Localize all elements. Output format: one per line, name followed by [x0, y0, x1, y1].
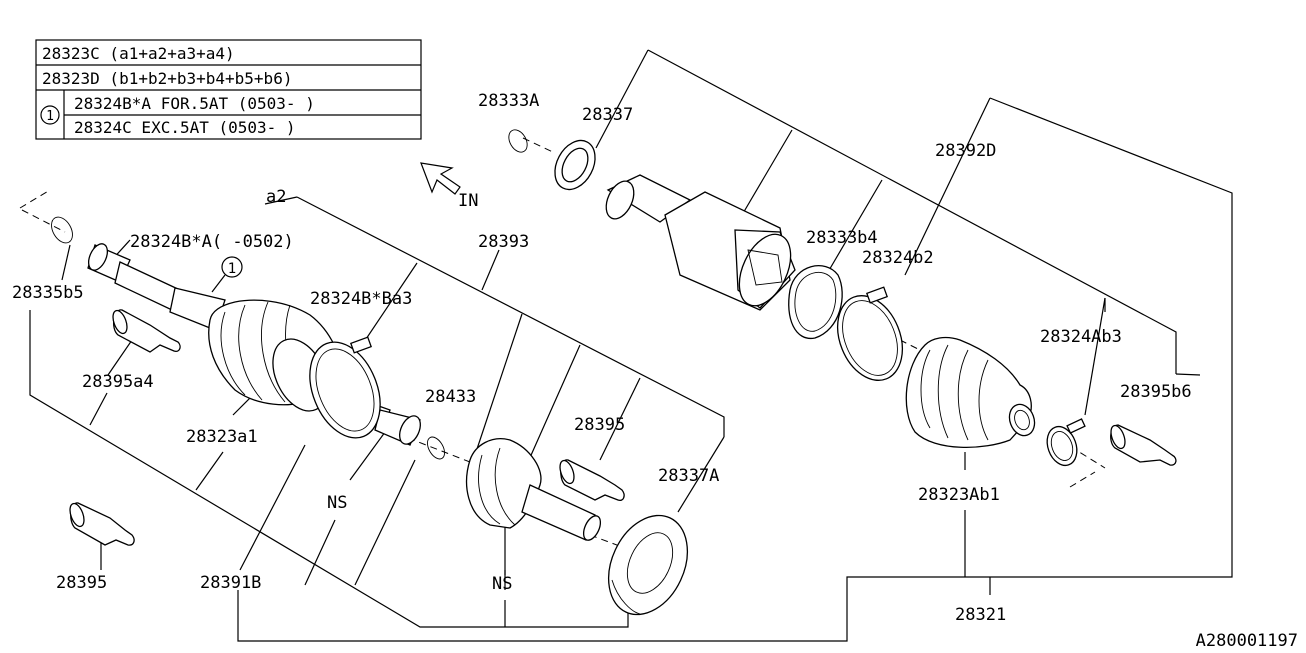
- legend-row-2: 28323D (b1+b2+b3+b4+b5+b6): [42, 69, 292, 88]
- label-28393: 28393: [478, 232, 529, 252]
- right-axle-assembly: [508, 129, 1177, 467]
- label-marker-1: 1: [228, 261, 236, 277]
- snap-ring-28433: [427, 436, 445, 460]
- label-28324BBa3: 28324B*Ba3: [310, 289, 412, 309]
- legend-marker-circle: [40, 105, 60, 125]
- label-28395a4: 28395a4: [82, 372, 154, 392]
- grease-tube-28395a4: [112, 309, 181, 353]
- inner-joint-ns: [465, 438, 602, 541]
- ring-28333b4: [788, 265, 843, 339]
- label-28324b2: 28324b2: [862, 248, 934, 268]
- label-28323Ab1: 28323Ab1: [918, 485, 1000, 505]
- diagram-id: A280001197: [1196, 631, 1298, 651]
- part-labels: 28333A 28337 28392D 28333b4 28324b2 2832…: [12, 91, 1298, 651]
- left-axle-assembly: [51, 216, 688, 616]
- label-28433: 28433: [425, 387, 476, 407]
- boot-28323Ab1: [905, 336, 1036, 449]
- label-28333A: 28333A: [478, 91, 539, 111]
- label-28395b6: 28395b6: [1120, 382, 1192, 402]
- label-28333b4: 28333b4: [806, 228, 878, 248]
- grease-tube-28395-mid: [559, 459, 625, 501]
- label-a2: a2: [266, 187, 286, 207]
- label-28391B: 28391B: [200, 573, 261, 593]
- legend-row-1: 28323C (a1+a2+a3+a4): [42, 44, 235, 63]
- label-28323a1: 28323a1: [186, 427, 258, 447]
- label-28337A: 28337A: [658, 466, 719, 486]
- grease-tube-28395b6: [1110, 424, 1177, 466]
- snap-ring-28335b5: [51, 216, 73, 244]
- label-ns-2: NS: [492, 574, 512, 594]
- snap-ring-28333A: [508, 129, 528, 153]
- leader-lines: [29, 49, 1233, 642]
- clamp-band-28324Ab3: [1046, 418, 1086, 467]
- axle-centerlines: [19, 137, 1106, 549]
- clamp-band-28324BBa3: [309, 336, 381, 439]
- clamp-band-28324b2: [837, 286, 903, 381]
- direction-arrow: IN: [420, 162, 478, 211]
- legend-row-4: 28324C EXC.5AT (0503- ): [74, 118, 296, 137]
- outer-joint-housing: [605, 174, 796, 311]
- label-28324BA: 28324B*A( -0502): [130, 232, 294, 252]
- washer-28337A: [608, 514, 688, 616]
- label-28395-left: 28395: [56, 573, 107, 593]
- label-28321: 28321: [955, 605, 1006, 625]
- label-28392D: 28392D: [935, 141, 996, 161]
- label-28395-mid: 28395: [574, 415, 625, 435]
- washer-28337: [554, 139, 596, 191]
- legend-table: 1 28323C (a1+a2+a3+a4) 28323D (b1+b2+b3+…: [35, 39, 422, 140]
- marker-1-circle: [221, 256, 243, 278]
- label-28335b5: 28335b5: [12, 283, 84, 303]
- legend-marker: 1: [46, 109, 54, 124]
- legend-row-3: 28324B*A FOR.5AT (0503- ): [74, 94, 315, 113]
- grease-tube-28395-left: [69, 502, 135, 546]
- label-28337: 28337: [582, 105, 633, 125]
- label-ns-1: NS: [327, 493, 347, 513]
- label-28324Ab3: 28324Ab3: [1040, 327, 1122, 347]
- direction-label: IN: [458, 191, 478, 211]
